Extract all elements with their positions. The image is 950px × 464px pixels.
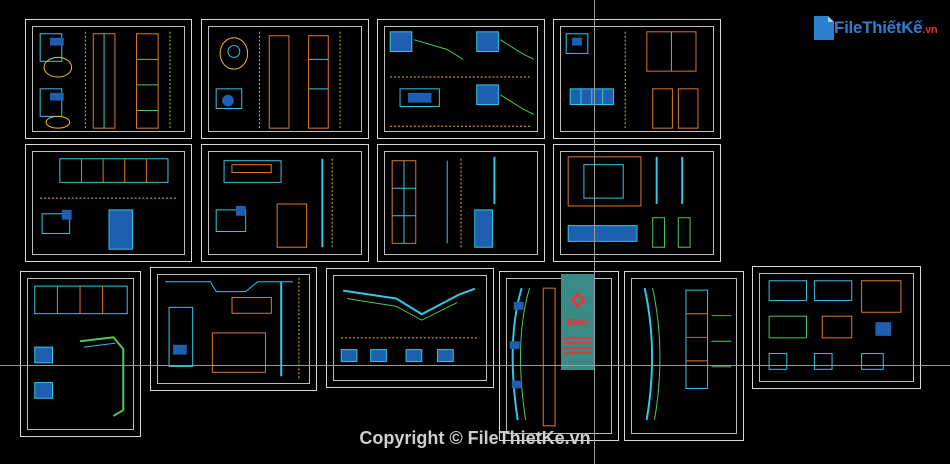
cad-drawing (643, 287, 732, 421)
sheet-frame (32, 151, 185, 255)
cad-drawing (40, 158, 178, 250)
logo-tld-text: .vn (922, 24, 938, 36)
crosshair-horizontal (0, 365, 950, 366)
signage-panel: BMC (561, 274, 595, 370)
cad-drawing (39, 31, 171, 131)
sign-brand-text: BMC (566, 318, 590, 329)
sheet-frame (631, 278, 737, 434)
sheet-frame (384, 151, 538, 255)
cad-drawing (215, 158, 333, 248)
filethietke-logo: FileThiếtKế.vn (812, 10, 940, 46)
logo-brand-text: FileThiếtKế (834, 18, 923, 37)
crosshair-vertical (594, 0, 595, 464)
drawing-sheet-9[interactable] (20, 271, 141, 437)
drawing-sheet-13[interactable] (624, 271, 744, 441)
cad-drawing (165, 277, 300, 381)
sheet-frame (560, 26, 714, 132)
cad-drawing (215, 31, 341, 131)
drawing-sheet-6[interactable] (201, 144, 369, 262)
sheet-frame (208, 151, 362, 255)
drawing-sheet-12[interactable] (499, 271, 619, 441)
drawing-sheet-1[interactable] (25, 19, 192, 139)
diamond-logo-icon (570, 292, 586, 308)
cad-drawing (389, 31, 534, 127)
sheet-frame (27, 278, 134, 430)
cad-drawing (509, 287, 556, 427)
drawing-sheet-4[interactable] (553, 19, 721, 139)
drawing-sheet-7[interactable] (377, 144, 545, 262)
sheet-frame (208, 26, 362, 132)
drawing-sheet-14[interactable] (752, 266, 921, 389)
file-logo-icon (814, 16, 834, 40)
copyright-watermark: Copyright © FileThietKe.vn (359, 428, 591, 448)
sheet-frame (560, 151, 714, 255)
cad-drawing (340, 287, 479, 362)
sheet-frame (759, 273, 914, 382)
drawing-sheet-3[interactable] (377, 19, 545, 139)
cad-drawing (565, 31, 699, 129)
drawing-sheet-11[interactable] (326, 268, 494, 388)
drawing-sheet-8[interactable] (553, 144, 721, 262)
sheet-frame (333, 275, 487, 381)
sheet-frame (384, 26, 538, 132)
sheet-frame (32, 26, 185, 132)
cad-drawing (768, 280, 902, 370)
sheet-frame (157, 274, 310, 384)
sign-text-lines (564, 334, 592, 357)
cad-drawing (391, 156, 496, 248)
drawing-sheet-2[interactable] (201, 19, 369, 139)
sheet-frame (506, 278, 612, 434)
cad-drawing (567, 156, 691, 248)
drawing-sheet-5[interactable] (25, 144, 192, 262)
cad-drawing (34, 285, 128, 417)
drawing-sheet-10[interactable] (150, 267, 317, 391)
